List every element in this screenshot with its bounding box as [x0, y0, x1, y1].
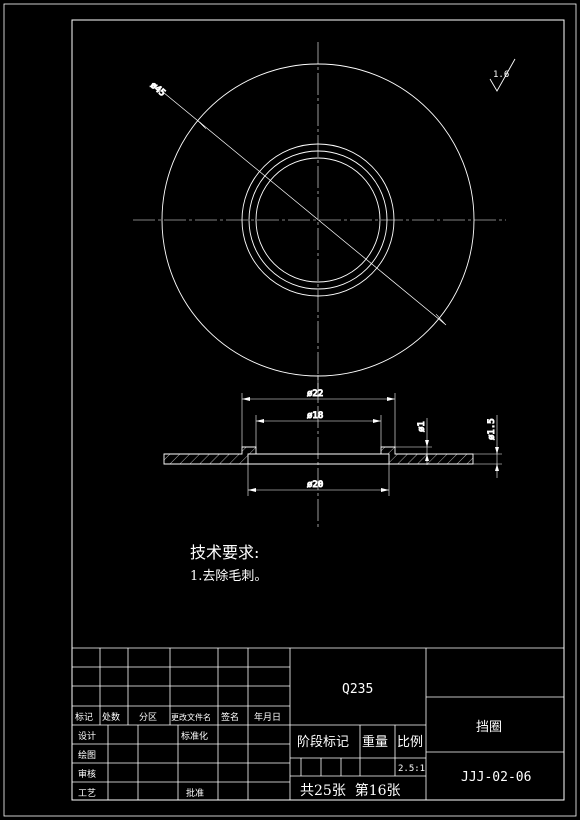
bore-diameter-label: ø18 — [307, 411, 323, 421]
sheet-info: 共25张 第16张 — [300, 782, 401, 799]
role-review: 审核 — [78, 768, 96, 780]
drawing-number: JJJ-02-06 — [461, 770, 531, 785]
scale-value: 2.5:1 — [398, 764, 425, 774]
scale-header-label: 比例 — [397, 735, 423, 750]
roughness-value: 1.6 — [493, 70, 509, 80]
section-view: ø22 ø18 ø20 ø1 ø1.5 — [163, 375, 502, 530]
revision-label-date: 年月日 — [254, 711, 281, 723]
revision-label-file: 更改文件名 — [171, 712, 211, 722]
tech-requirements-heading: 技术要求: — [190, 543, 259, 562]
role-drafting: 绘图 — [78, 749, 96, 761]
diameter-leader — [151, 82, 447, 326]
tech-requirement-item: 1.去除毛刺。 — [190, 569, 267, 584]
role-approval: 批准 — [186, 787, 204, 799]
section-left — [163, 446, 257, 465]
step-circle-outer — [241, 143, 395, 297]
revision-label-zone: 分区 — [139, 712, 157, 723]
title-block — [72, 647, 564, 800]
role-design: 设计 — [78, 730, 96, 742]
revision-label-mark: 标记 — [75, 711, 93, 723]
bottom-diameter-label: ø20 — [307, 480, 323, 490]
outer-diameter-label: ø45 — [148, 81, 167, 99]
step-depth-label: ø1 — [417, 421, 427, 432]
step-diameter-label: ø22 — [307, 389, 323, 399]
roughness-symbol: 1.6 — [489, 58, 516, 92]
bore-circle — [255, 157, 381, 283]
role-process: 工艺 — [78, 788, 96, 799]
part-name: 挡圈 — [476, 720, 502, 735]
stage-mark-label: 阶段标记 — [297, 735, 349, 750]
plate-thickness-label: ø1.5 — [487, 418, 497, 440]
plan-view: ø45 — [133, 42, 506, 400]
weight-label: 重量 — [362, 734, 388, 750]
revision-label-count: 处数 — [102, 711, 120, 723]
revision-label-sign: 签名 — [221, 711, 239, 723]
step-circle-mid — [248, 150, 388, 290]
role-standardization: 标准化 — [181, 730, 208, 742]
material-label: Q235 — [342, 682, 373, 697]
outer-border — [3, 3, 577, 817]
inner-frame — [71, 19, 565, 801]
